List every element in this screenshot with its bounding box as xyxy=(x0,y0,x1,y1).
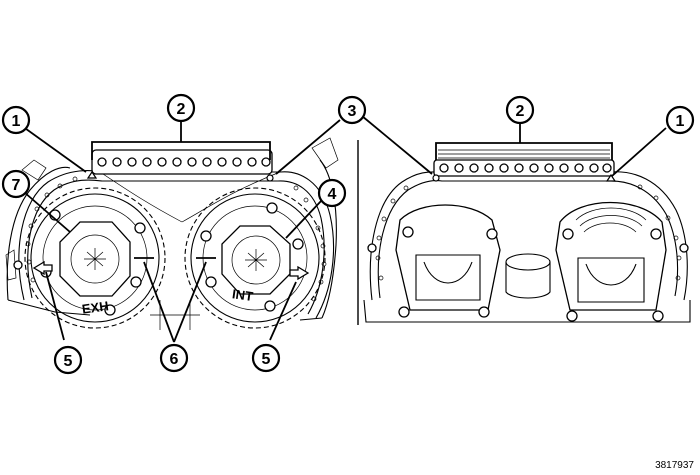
circle-timing-mark-right xyxy=(432,174,440,182)
cam-tower-left xyxy=(395,204,501,318)
callout-2-right: 2 xyxy=(505,95,535,125)
exhaust-rotation-arrow xyxy=(32,260,53,276)
right-view xyxy=(363,149,691,323)
svg-text:7: 7 xyxy=(12,177,21,194)
callout-4: 4 xyxy=(317,178,347,208)
circle-timing-mark-left xyxy=(266,174,274,182)
callout-3: 3 xyxy=(337,95,367,125)
svg-text:1: 1 xyxy=(676,113,685,130)
intake-rotation-arrow xyxy=(289,265,310,281)
callout-5-right: 5 xyxy=(251,343,281,373)
left-view: EXH INT xyxy=(5,137,339,330)
callout-5-left: 5 xyxy=(53,345,83,375)
cam-bolts-left xyxy=(97,157,271,167)
svg-text:2: 2 xyxy=(177,101,186,118)
callout-7: 7 xyxy=(1,169,31,199)
figure-reference: 3817937 xyxy=(655,460,694,471)
svg-text:6: 6 xyxy=(170,351,179,368)
exhaust-sprocket xyxy=(24,187,166,329)
chain-links-right xyxy=(375,184,682,281)
callout-1-left: 1 xyxy=(1,105,31,135)
svg-text:2: 2 xyxy=(516,103,525,120)
triangle-timing-mark-right xyxy=(605,173,617,182)
callout-leaders xyxy=(21,115,667,343)
intake-label: INT xyxy=(231,286,254,304)
exhaust-label: EXH xyxy=(81,298,110,317)
cam-bolts-right xyxy=(439,163,612,173)
svg-text:3: 3 xyxy=(348,103,357,120)
callout-6: 6 xyxy=(159,343,189,373)
triangle-timing-mark-left xyxy=(86,170,98,179)
svg-text:4: 4 xyxy=(328,186,337,203)
callout-2-left: 2 xyxy=(166,93,196,123)
svg-text:5: 5 xyxy=(262,351,271,368)
svg-text:1: 1 xyxy=(12,113,21,130)
callout-1-right: 1 xyxy=(665,105,695,135)
svg-text:5: 5 xyxy=(64,353,73,370)
cam-tower-right xyxy=(555,201,667,322)
